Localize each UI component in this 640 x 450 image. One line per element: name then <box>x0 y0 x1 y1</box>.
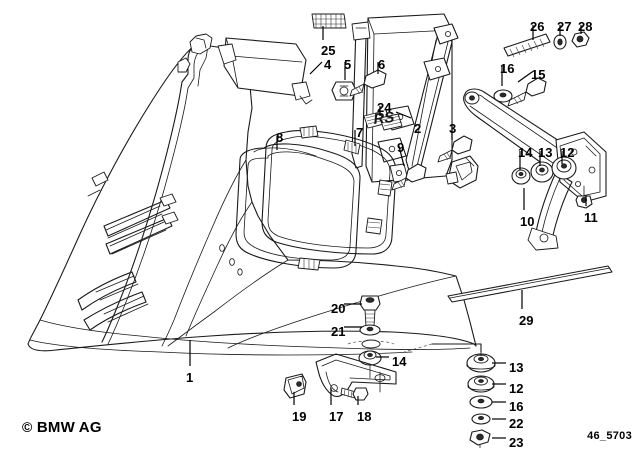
fairing-main-panel <box>27 33 477 356</box>
grommet-stack-13 <box>466 353 496 373</box>
callout-washer-center: 21 <box>331 324 346 339</box>
callout-bolt-cross-brace: 6 <box>378 57 386 72</box>
callout-bracket-lower-mount: 17 <box>329 409 344 424</box>
grommet-small-upper <box>511 167 531 185</box>
nut-stack-lower <box>469 429 491 448</box>
leader-frame-rail-bracket <box>395 111 412 119</box>
grommet-center-14 <box>358 350 382 379</box>
callout-grommet-stack-12: 12 <box>509 381 524 396</box>
callout-grommet-medium-upper: 13 <box>538 145 553 160</box>
washer-support-arm <box>493 89 513 103</box>
nut-stud <box>571 31 590 48</box>
flange-bolt-center <box>359 295 381 327</box>
bolt-lower-bracket <box>340 387 369 401</box>
washer-stack-lower <box>471 413 491 425</box>
windscreen-assembly <box>235 125 409 271</box>
washer-stud <box>553 34 567 50</box>
callout-threaded-stud: 26 <box>530 19 545 34</box>
callout-mesh-grille-insert: 25 <box>321 43 336 58</box>
callout-bolt-lower-rail: 9 <box>397 140 405 155</box>
callout-leaders <box>189 25 587 439</box>
bracket-small-left <box>445 155 479 189</box>
grommet-large-upper <box>551 156 577 180</box>
callout-bolt-upper-rail: 3 <box>449 121 457 136</box>
callout-bolt-support-arm: 15 <box>531 67 546 82</box>
callout-bolt-lower-bracket: 18 <box>357 409 372 424</box>
rubber-block-mount <box>283 373 307 405</box>
callout-grommet-center-14: 14 <box>392 354 407 369</box>
callout-windscreen: 8 <box>276 130 284 145</box>
bracket-lower-mount <box>315 353 397 398</box>
callout-grommet-small-upper: 14 <box>518 145 533 160</box>
grommet-stack-12 <box>467 375 495 393</box>
copyright-symbol: © <box>22 419 33 435</box>
callout-grommet-upper: 5 <box>344 57 352 72</box>
mesh-grille-insert <box>311 13 347 29</box>
leader-bolt-support-arm <box>517 71 533 83</box>
callout-nut-stud: 28 <box>578 19 593 34</box>
callout-washer-stud: 27 <box>557 19 572 34</box>
callout-trim-strip: 29 <box>519 313 534 328</box>
fairing-vent-slats <box>103 193 179 255</box>
washer-stack-16 <box>469 395 493 409</box>
trim-strip <box>447 265 613 303</box>
leader-bolt-lower-rail <box>398 145 405 167</box>
callout-grommet-large-upper: 12 <box>560 145 575 160</box>
copyright-notice: © BMW AG <box>22 419 102 436</box>
cross-brace-trim <box>217 37 313 105</box>
clip-strip-pair <box>363 111 403 131</box>
callout-washer-stack-lower: 22 <box>509 416 524 431</box>
callout-clip-strip-pair: 24 <box>377 100 392 115</box>
badge-rs: RS <box>373 109 396 128</box>
washer-center <box>359 324 381 336</box>
bolt-lower-rail <box>391 163 427 191</box>
callout-rubber-block-mount: 19 <box>292 409 307 424</box>
callout-windscreen-seal-frame: 7 <box>356 125 364 140</box>
support-arm-left <box>463 88 607 251</box>
callout-grommet-stack-13: 13 <box>509 360 524 375</box>
sheet-code: 46_5703 <box>587 430 632 442</box>
callout-cross-brace-trim: 4 <box>324 57 332 72</box>
fairing-vent-slats-lower <box>77 271 149 331</box>
callout-frame-rail-bracket: 2 <box>414 121 422 136</box>
svg-text:RS: RS <box>373 109 396 128</box>
callout-rivet-bracket-plate: 11 <box>584 210 598 225</box>
bolt-support-arm <box>507 77 547 107</box>
callout-fairing-main-panel: 1 <box>186 370 194 385</box>
bolt-cross-brace <box>349 69 387 97</box>
rivet-bracket-plate <box>575 185 593 209</box>
callout-nut-stack-lower: 23 <box>509 435 524 450</box>
threaded-stud <box>503 33 551 58</box>
callout-flange-bolt-center: 20 <box>331 301 346 316</box>
grommet-medium-upper <box>530 161 554 183</box>
bolt-upper-rail <box>437 135 473 163</box>
inner-frame-rail <box>351 13 459 183</box>
leader-cross-brace-trim <box>309 61 323 75</box>
callout-washer-support-arm: 16 <box>500 61 515 76</box>
callout-support-arm-left: 10 <box>520 214 535 229</box>
fairing-mounting-holes <box>219 244 243 276</box>
callout-washer-stack-16: 16 <box>509 399 524 414</box>
copyright-text: BMW AG <box>36 419 102 436</box>
